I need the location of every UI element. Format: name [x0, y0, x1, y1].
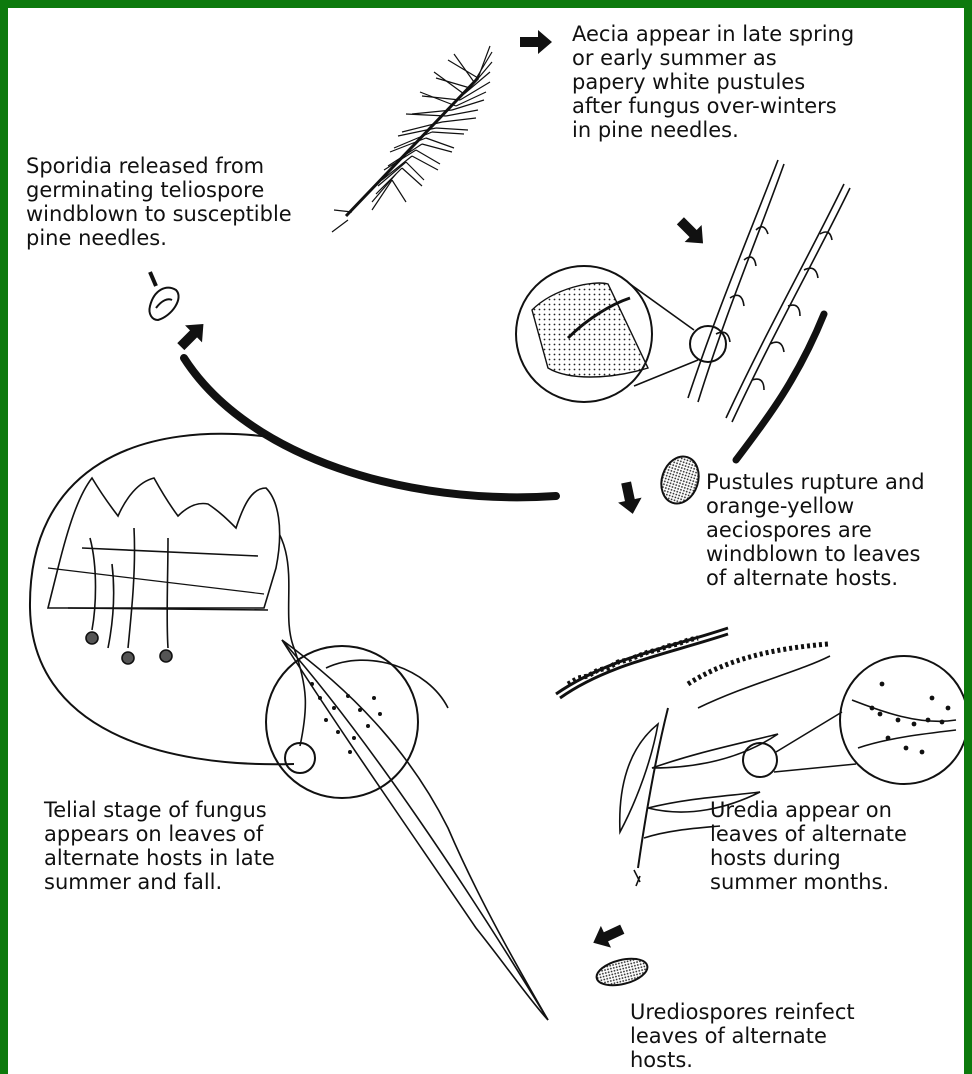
telial-leaf-icon — [30, 434, 548, 1020]
arrow-down-needle-icon — [672, 212, 712, 252]
urediospore-icon — [594, 954, 650, 990]
caption-aecia: Aecia appear in late spring or early sum… — [572, 22, 854, 142]
caption-uredia: Uredia appear on leaves of alternate hos… — [710, 798, 907, 894]
caption-pustules-rupture: Pustules rupture and orange-yellow aecio… — [706, 470, 925, 590]
caption-urediospores-reinfect: Urediospores reinfect leaves of alternat… — [630, 1000, 855, 1072]
pine-branch-icon — [332, 46, 492, 232]
sporidium-icon — [149, 272, 178, 320]
arrow-to-aecia-icon — [520, 30, 552, 54]
cycle-arc — [184, 358, 556, 497]
caption-sporidia: Sporidia released from germinating telio… — [26, 154, 292, 250]
caption-telial-stage: Telial stage of fungus appears on leaves… — [44, 798, 275, 894]
infected-needles-icon — [516, 160, 850, 422]
arrow-up-to-pine-icon — [172, 315, 212, 355]
arrow-down-rupture-icon — [614, 480, 644, 516]
aeciospore-icon — [655, 452, 704, 509]
arrow-to-urediospore-icon — [588, 918, 627, 953]
